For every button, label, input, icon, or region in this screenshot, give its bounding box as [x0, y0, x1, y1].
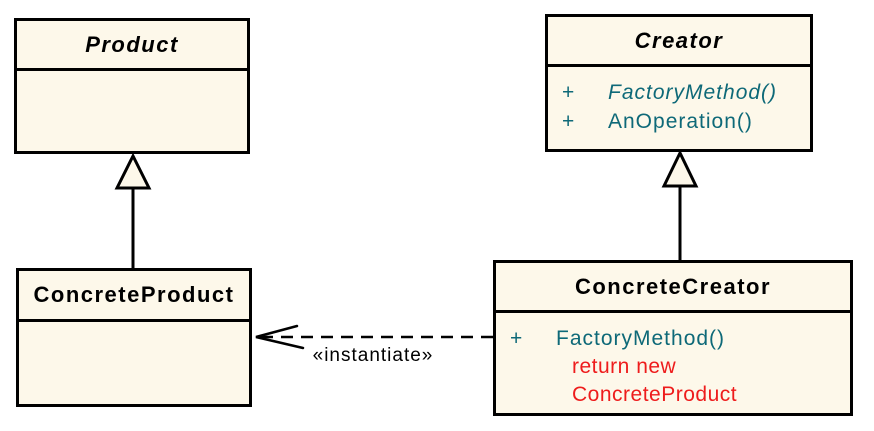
visibility-sign: + — [562, 109, 576, 133]
class-body-creator: + FactoryMethod() + AnOperation() — [548, 67, 810, 136]
method-signature: FactoryMethod() — [556, 326, 726, 350]
visibility-sign: + — [562, 80, 576, 104]
class-box-creator: Creator + FactoryMethod() + AnOperation(… — [545, 14, 813, 152]
class-body-concrete-creator: + FactoryMethod() return new ConcretePro… — [496, 313, 850, 409]
class-box-product: Product — [14, 18, 250, 154]
class-title-concrete-product: ConcreteProduct — [19, 271, 249, 322]
method-signature: FactoryMethod() — [608, 80, 778, 104]
pseudocode-note-line-1: return new — [572, 355, 677, 378]
class-box-concrete-creator: ConcreteCreator + FactoryMethod() return… — [493, 260, 853, 416]
class-title-creator: Creator — [548, 17, 810, 67]
class-title-product: Product — [17, 21, 247, 71]
class-box-concrete-product: ConcreteProduct — [16, 268, 252, 407]
visibility-sign: + — [510, 326, 524, 350]
creator-method-factorymethod: + FactoryMethod() — [548, 78, 810, 107]
generalization-creator-arrow — [661, 149, 699, 260]
generalization-product-arrow — [114, 152, 152, 268]
class-title-concrete-creator: ConcreteCreator — [496, 263, 850, 313]
generalization-product-triangle-icon — [114, 152, 152, 190]
class-body-product — [17, 71, 247, 82]
creator-method-anoperation: + AnOperation() — [548, 107, 810, 136]
class-body-concrete-product — [19, 322, 249, 333]
concrete-creator-method-factorymethod: + FactoryMethod() — [496, 324, 850, 353]
generalization-creator-triangle-icon — [661, 149, 699, 188]
pseudocode-note-line-2: ConcreteProduct — [572, 383, 738, 406]
method-signature: AnOperation() — [608, 109, 753, 133]
instantiate-stereotype-label: «instantiate» — [312, 345, 434, 366]
